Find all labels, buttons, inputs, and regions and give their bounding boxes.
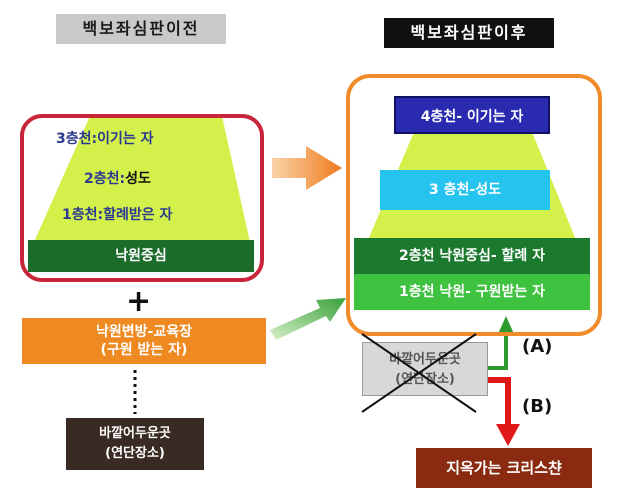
before-frame <box>20 114 264 282</box>
nakwon-center-box: 낙원중심 <box>28 240 254 272</box>
left-floor1-num: 1층천: <box>62 207 104 223</box>
hell-bound-box: 지옥가는 크리스챤 <box>416 448 592 488</box>
left-floor1-text: 할례받은 자 <box>103 207 173 223</box>
outer-dark-right-line2: (연단장소) <box>395 372 455 387</box>
right-floor1-box: 1층천 낙원- 구원받는 자 <box>354 274 590 310</box>
left-floor2-num: 2층천: <box>84 171 126 187</box>
left-floor2-label: 2층천:성도 <box>84 168 151 188</box>
right-floor2-box: 2층천 낙원중심- 할례 자 <box>354 238 590 274</box>
outer-dark-left-line2: (연단장소) <box>105 446 165 461</box>
arrow-a-path <box>488 332 508 370</box>
right-floor3-box: 3 층천-성도 <box>380 170 550 210</box>
left-pyramid-shape <box>34 116 250 242</box>
right-floor4-box: 4층천- 이기는 자 <box>394 96 550 134</box>
arrow-a-head <box>498 316 514 334</box>
edge-education-box: 낙원변방-교육장 (구원 받는 자) <box>22 318 266 364</box>
arrow-edge-to-floor1 <box>270 298 346 340</box>
outer-darkness-left-box: 바깥어두운곳 (연단장소) <box>66 418 204 470</box>
header-before: 백보좌심판이전 <box>56 14 226 44</box>
outer-dark-left-line1: 바깥어두운곳 <box>99 426 171 441</box>
arrow-before-to-after <box>272 146 342 190</box>
tag-b: (B) <box>522 396 553 417</box>
left-floor3-label: 3층천:이기는 자 <box>56 128 154 148</box>
left-floor3-text: 이기는 자 <box>97 131 154 147</box>
left-floor2-text: 성도 <box>125 171 151 187</box>
arrow-b-head <box>496 424 520 446</box>
plus-sign: + <box>126 284 152 319</box>
edge-box-line2: (구원 받는 자) <box>100 342 188 358</box>
left-floor3-num: 3층천: <box>56 131 98 147</box>
arrow-b-path <box>488 377 511 428</box>
cross-line-2 <box>361 333 477 413</box>
left-floor1-label: 1층천:할례받은 자 <box>62 204 172 224</box>
edge-box-line1: 낙원변방-교육장 <box>96 324 192 340</box>
tag-a: (A) <box>522 336 553 357</box>
header-after: 백보좌심판이후 <box>384 18 554 48</box>
after-frame <box>346 74 602 336</box>
